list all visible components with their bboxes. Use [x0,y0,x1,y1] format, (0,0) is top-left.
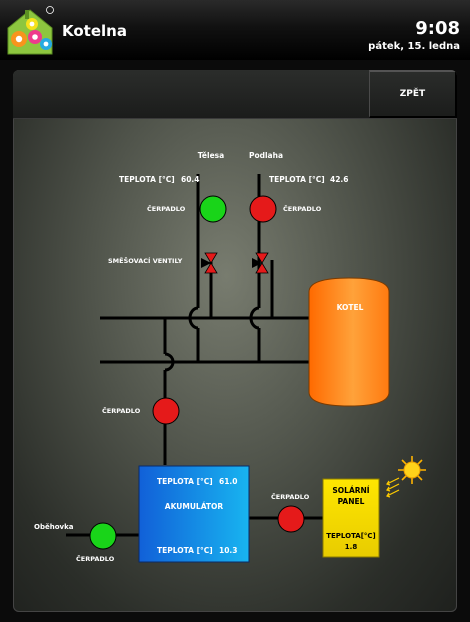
top-bar: Kotelna 9:08 pátek, 15. ledna [0,0,470,60]
circuit-left-pump-icon[interactable] [199,195,227,223]
circuit-left-name: Tělesa [198,151,224,160]
mixing-valve-right-icon[interactable] [252,252,269,274]
circuit-right-temp-value: 42.6 [330,175,349,184]
solar-panel-label-line1: SOLÁRNÍ [332,486,369,495]
app-title: Kotelna [62,22,127,40]
mixing-valve-left-icon[interactable] [201,252,218,274]
circuit-right-temp-label: TEPLOTA [°C] [269,175,325,184]
solar-panel-temp-label: TEPLOTA[°C] [326,532,376,540]
heating-schema: Tělesa Podlaha TEPLOTA [°C] 60.4 TEPLOTA… [34,151,426,563]
accumulator-bottom-temp-label: TEPLOTA [°C] [157,546,213,555]
accumulator-top-temp-label: TEPLOTA [°C] [157,477,213,486]
circulation-pump-icon[interactable] [89,522,117,550]
back-button[interactable]: ZPĚT [369,70,457,118]
pipe-crossover [188,306,199,330]
circulation-pump-label: ČERPADLO [76,554,115,563]
solar-panel[interactable] [322,478,380,558]
accumulator-label: AKUMULÁTOR [165,502,224,511]
clock-date: pátek, 15. ledna [368,41,460,52]
boiler-pump-icon[interactable] [152,397,180,425]
boiler-tank[interactable] [308,277,390,407]
boiler-room-panel: ZPĚT [13,70,457,612]
pipe-crossover [164,352,175,372]
sun-icon [398,456,426,484]
boiler-pump-label: ČERPADLO [102,406,141,415]
accumulator-top-temp-value: 61.0 [219,477,238,486]
circuit-left-temp-label: TEPLOTA [°C] [119,175,175,184]
panel-header: ZPĚT [13,70,457,119]
solar-panel-label-line2: PANEL [338,497,365,506]
circuit-right-name: Podlaha [249,151,283,160]
solar-pump-icon[interactable] [277,505,305,533]
pipe-crossover [249,306,260,330]
circuit-left-temp-value: 60.4 [181,175,200,184]
sun-rays-icon [386,477,400,498]
clock-time: 9:08 [415,18,460,39]
circuit-right-pump-label: ČERPADLO [283,204,322,213]
mixing-valves-label: SMĚŠOVACÍ VENTILY [108,256,183,265]
accumulator-bottom-temp-value: 10.3 [219,546,238,555]
app-logo-icon [7,6,54,55]
circulation-label: Oběhovka [34,523,74,531]
circuit-right-pump-icon[interactable] [249,195,277,223]
circuit-left-pump-label: ČERPADLO [147,204,186,213]
accumulator-tank[interactable] [138,465,250,563]
solar-pump-label: ČERPADLO [271,492,310,501]
solar-panel-temp-value: 1.8 [345,543,358,551]
boiler-label: KOTEL [337,303,364,312]
